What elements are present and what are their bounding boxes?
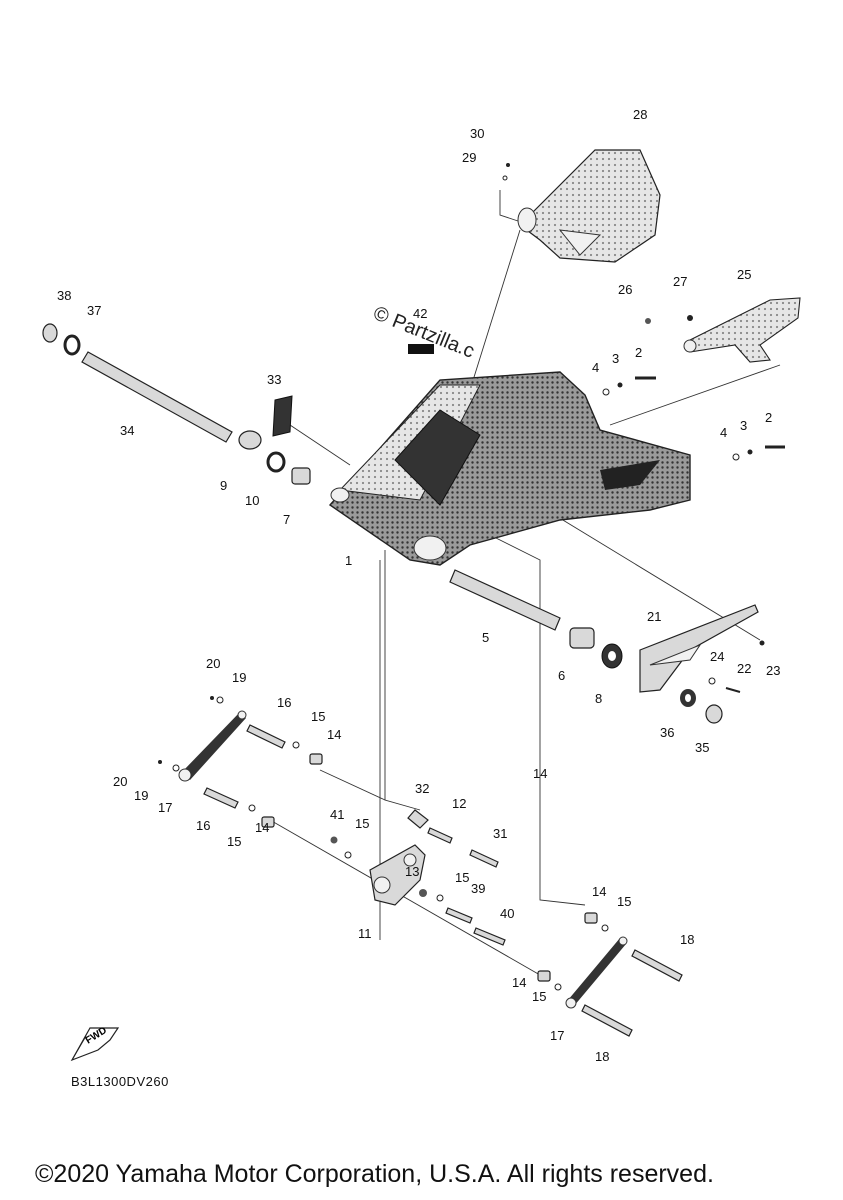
callout-6: 6 [558, 668, 565, 683]
bushing-part-14-b [261, 816, 275, 828]
callout-23: 23 [766, 663, 780, 678]
callout-14: 14 [512, 975, 526, 990]
chain-guide-part-25 [683, 297, 801, 363]
callout-18: 18 [680, 932, 694, 947]
callout-2: 2 [635, 345, 642, 360]
callout-12: 12 [452, 796, 466, 811]
callout-3: 3 [612, 351, 619, 366]
callout-8: 8 [595, 691, 602, 706]
pivot-shaft-part-34 [81, 351, 233, 443]
bolt-part-18-upper [631, 949, 683, 982]
callout-16: 16 [196, 818, 210, 833]
bushing-part-7 [291, 467, 311, 485]
callout-22: 22 [737, 661, 751, 676]
callout-25: 25 [737, 267, 751, 282]
swingarm-part-1 [328, 371, 691, 566]
callout-19: 19 [232, 670, 246, 685]
bushing-part-14-c [584, 912, 598, 924]
callout-38: 38 [57, 288, 71, 303]
callout-28: 28 [633, 107, 647, 122]
seal-part-9 [238, 430, 262, 450]
bolt-part-16-upper [246, 724, 286, 749]
bushing-part-14-a [309, 753, 323, 765]
callout-15: 15 [355, 816, 369, 831]
callout-4: 4 [720, 425, 727, 440]
callout-20: 20 [113, 774, 127, 789]
callout-17: 17 [158, 800, 172, 815]
seal-part-8 [601, 643, 623, 669]
callout-40: 40 [500, 906, 514, 921]
callout-14: 14 [533, 766, 547, 781]
callout-35: 35 [695, 740, 709, 755]
exploded-parts-diagram: © Partzilla.c 12233445678910111213141414… [42, 107, 801, 1064]
callout-labels: 1223344567891011121314141414141515151515… [57, 107, 780, 1064]
callout-13: 13 [405, 864, 419, 879]
callout-15: 15 [532, 989, 546, 1004]
callout-11: 11 [358, 926, 372, 941]
callout-3: 3 [740, 418, 747, 433]
callout-31: 31 [493, 826, 507, 841]
callout-5: 5 [482, 630, 489, 645]
callout-20: 20 [206, 656, 220, 671]
chain-guard-part-21 [639, 604, 759, 693]
callout-15: 15 [617, 894, 631, 909]
bolt-part-31 [469, 849, 499, 868]
callout-14: 14 [327, 727, 341, 742]
callout-17: 17 [550, 1028, 564, 1043]
callout-19: 19 [134, 788, 148, 803]
seal-part-36 [680, 689, 696, 707]
callout-7: 7 [283, 512, 290, 527]
callout-36: 36 [660, 725, 674, 740]
forward-direction-badge: FWD [70, 1025, 120, 1062]
relay-arm-part-11 [369, 844, 426, 906]
callout-14: 14 [255, 820, 269, 835]
connecting-rod-part-17-lower [565, 936, 628, 1009]
callout-42: 42 [413, 306, 427, 321]
callout-15: 15 [455, 870, 469, 885]
small-hardware [158, 163, 785, 991]
callout-15: 15 [227, 834, 241, 849]
shaft-part-5 [449, 569, 561, 631]
callout-27: 27 [673, 274, 687, 289]
callout-33: 33 [267, 372, 281, 387]
callout-14: 14 [592, 884, 606, 899]
callout-30: 30 [470, 126, 484, 141]
callout-37: 37 [87, 303, 101, 318]
callout-18: 18 [595, 1049, 609, 1064]
callout-15: 15 [311, 709, 325, 724]
callout-29: 29 [462, 150, 476, 165]
callout-34: 34 [120, 423, 134, 438]
diagram-code: B3L1300DV260 [71, 1074, 169, 1089]
callout-9: 9 [220, 478, 227, 493]
bushing-part-14-d [537, 970, 551, 982]
callout-24: 24 [710, 649, 724, 664]
callout-41: 41 [330, 807, 344, 822]
callout-26: 26 [618, 282, 632, 297]
copyright-notice: ©2020 Yamaha Motor Corporation, U.S.A. A… [35, 1160, 714, 1188]
callout-1: 1 [345, 553, 352, 568]
connecting-rod-part-17-upper [178, 710, 247, 782]
plate-part-33 [272, 395, 293, 437]
callout-10: 10 [245, 493, 259, 508]
callout-32: 32 [415, 781, 429, 796]
nut-part-38 [42, 323, 58, 343]
chain-guard-part-28 [517, 149, 661, 263]
callout-2: 2 [765, 410, 772, 425]
bolt-part-40 [473, 927, 506, 946]
bolt-part-18-lower [581, 1004, 633, 1037]
callout-16: 16 [277, 695, 291, 710]
callout-4: 4 [592, 360, 599, 375]
leader-lines [269, 190, 781, 976]
bushing-part-35 [705, 704, 723, 724]
bolt-part-16-lower [203, 787, 239, 809]
washer-part-37 [63, 334, 81, 356]
callout-21: 21 [647, 609, 661, 624]
bolt-part-12 [427, 827, 453, 844]
collar-part-39 [445, 907, 473, 924]
washer-part-10 [266, 451, 286, 473]
callout-39: 39 [471, 881, 485, 896]
bushing-part-6 [569, 627, 595, 649]
